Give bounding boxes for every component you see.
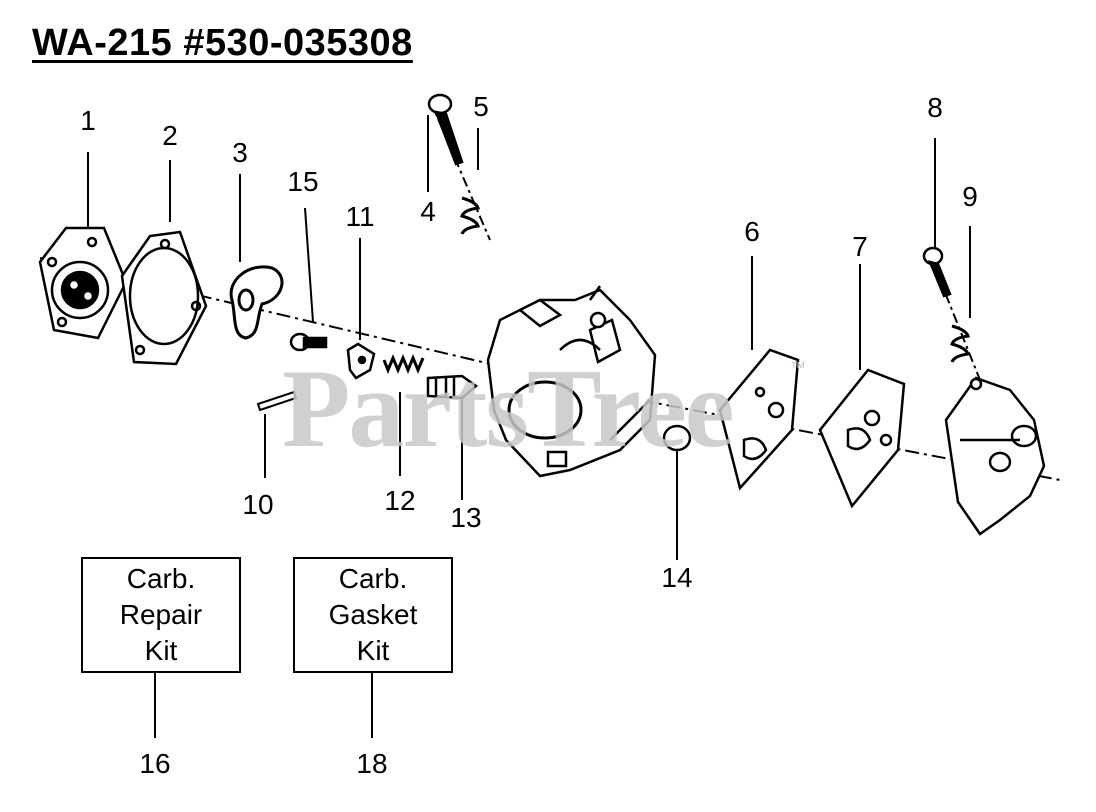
- callout-1[interactable]: 1: [80, 105, 96, 136]
- inlet-needle-part-13: [426, 374, 479, 400]
- spring-part-5: [460, 196, 480, 235]
- gasket-kit-box[interactable]: Carb. Gasket Kit: [293, 557, 453, 673]
- adjusting-screw-part-4: [427, 93, 464, 166]
- callout-13[interactable]: 13: [450, 502, 482, 533]
- callout-11[interactable]: 11: [345, 201, 375, 232]
- idle-screw-part-8: [922, 246, 952, 298]
- gasket-part-7: [818, 368, 906, 509]
- pump-gasket-part-2: [120, 230, 208, 366]
- control-lever-part-11: [346, 342, 376, 380]
- callout-8[interactable]: 8: [927, 92, 943, 123]
- metering-cover: [944, 376, 1046, 536]
- pump-cover-part-1: [38, 226, 128, 340]
- callout-5[interactable]: 5: [473, 91, 489, 122]
- assembly-axis-line: [39, 257, 496, 366]
- spring-part-12: [382, 354, 425, 374]
- callout-14[interactable]: 14: [661, 562, 693, 593]
- plug-part-14: [662, 424, 692, 452]
- spring-part-9: [950, 324, 970, 363]
- repair-kit-line-3: Kit: [144, 635, 178, 666]
- leader-line-15: [304, 207, 314, 323]
- repair-kit-box[interactable]: Carb. Repair Kit: [81, 557, 241, 673]
- gasket-kit-line-3: Kit: [356, 635, 390, 666]
- callout-3[interactable]: 3: [232, 137, 248, 168]
- diaphragm-part-6: [718, 348, 800, 491]
- pin-part-10: [256, 390, 298, 412]
- carburetor-body: [486, 285, 657, 478]
- callout-18[interactable]: 18: [356, 748, 388, 779]
- watermark: PartsTree: [282, 347, 735, 471]
- callout-16[interactable]: 16: [139, 748, 171, 779]
- callout-2[interactable]: 2: [162, 120, 178, 151]
- callout-4[interactable]: 4: [420, 196, 436, 227]
- repair-kit-line-2: Repair: [119, 599, 203, 630]
- watermark-trademark: ™: [790, 360, 806, 377]
- callout-7[interactable]: 7: [852, 231, 868, 262]
- gasket-kit-line-2: Gasket: [328, 599, 418, 630]
- callout-6[interactable]: 6: [744, 216, 760, 247]
- callout-10[interactable]: 10: [242, 489, 274, 520]
- repair-kit-line-1: Carb.: [126, 563, 196, 594]
- callout-9[interactable]: 9: [962, 181, 978, 212]
- diagram-title: WA-215 #530-035308: [32, 22, 413, 64]
- gasket-kit-line-1: Carb.: [338, 563, 408, 594]
- screw-part-15: [289, 332, 328, 352]
- callout-15[interactable]: 15: [287, 166, 319, 197]
- gasket-part-3: [229, 265, 284, 340]
- callout-12[interactable]: 12: [384, 485, 416, 516]
